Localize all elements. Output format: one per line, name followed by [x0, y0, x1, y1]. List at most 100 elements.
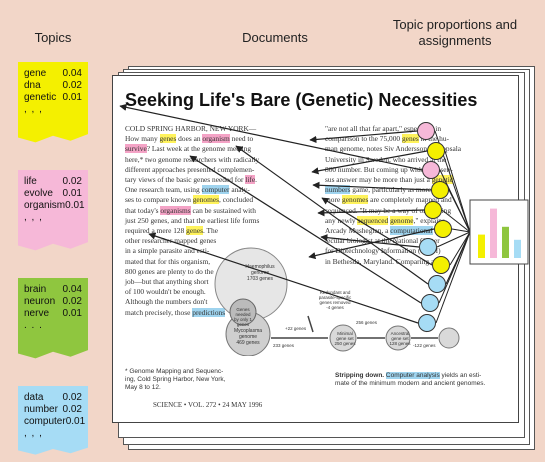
topic-word-row: life 0.02 [24, 176, 82, 188]
highlighted-word: organism [202, 134, 230, 144]
topic-word-probability: 0.02 [62, 176, 82, 187]
topic-word-probability: 0.02 [62, 404, 82, 415]
topic-word-probability: 0.04 [62, 68, 82, 79]
topic-word: life [24, 176, 37, 187]
highlighted-word: genomes [342, 195, 369, 205]
article-line: sequenced. "It may be a way of organizin… [325, 206, 515, 216]
highlighted-word: genetic [431, 175, 454, 185]
article-line: Arcady Mushegian, a computational mo- [325, 226, 515, 236]
figure-label-ancestral: Ancestral gene set 128 genes [385, 331, 415, 346]
figure-caption: Stripping down. Computer analysis yields… [335, 372, 515, 388]
minimal-set-circle [329, 324, 357, 352]
text-run: . The [202, 226, 219, 236]
topic-word: gene [24, 68, 47, 79]
text-run: 800 genes are plenty to do the [125, 266, 214, 276]
topic-word-probability: 0.01 [65, 416, 86, 427]
highlighted-word: genes [401, 134, 419, 144]
topic-word: computer [24, 416, 66, 427]
text-run: mo- [432, 226, 447, 236]
article-line: lecular biologist at the National Center [325, 236, 515, 246]
text-run: One research team, using [125, 185, 202, 195]
article-line: different approaches presented complemen… [125, 165, 315, 175]
article-line: 800 number. But coming up with a consen- [325, 165, 515, 175]
text-run: more [325, 195, 343, 205]
article-line: How many genes does an organism need to [125, 134, 315, 144]
text-run: other researcher mapped genes [125, 236, 217, 246]
article-line: numbers game, particularly as more and [325, 185, 515, 195]
text-run: yields an esti- [439, 372, 482, 379]
topic-more-words: . . . [24, 320, 43, 331]
text-run: . [255, 175, 257, 185]
figure-label-mycoplasma: Mycoplasma genome 469 genes [228, 328, 268, 346]
ancestral-label-3: 128 genes [389, 341, 411, 346]
text-run: man genome, notes Siv Andersson of Uppsa… [325, 144, 462, 154]
text-run: job—but that anything short [125, 277, 209, 287]
text-run: 800 number. But coming up with a consen- [325, 164, 453, 174]
article-line: sus answer may be more than just a genet… [325, 175, 515, 185]
topic-word-probability: 0.02 [62, 392, 82, 403]
footnote-line-2: ing, Cold Spring Harbor, New York, [125, 376, 226, 383]
highlighted-word: numbers [325, 185, 351, 195]
text-run: comparison to the 75,000 [325, 134, 402, 144]
article-line: ses to compare known genomes, concluded [125, 195, 315, 205]
highlighted-word: life [245, 175, 256, 185]
highlighted-word: genes [186, 226, 203, 236]
article-line: Stripping down. Computer analysis yields… [335, 372, 515, 380]
article-line: that today's organisms can be sustained … [125, 205, 315, 216]
text-run: mated that for this organism, [125, 256, 211, 266]
highlighted-word: sequenced [357, 215, 389, 225]
article-line: other researcher mapped genes [125, 236, 315, 246]
text-run: in a simple parasite and esti- [125, 246, 210, 256]
highlighted-word: genome [390, 215, 414, 225]
figure-label-haemophilus: Haemophilus genome 1703 genes [235, 264, 285, 282]
haemophilus-label-count: 1703 genes [246, 276, 274, 282]
text-run: match precisely, those [125, 307, 193, 317]
text-run: game, particularly as more and [350, 185, 444, 195]
topic-word-row: gene 0.04 [24, 68, 82, 80]
highlighted-word: genes [159, 134, 177, 144]
article-line: University in Sweden, who arrived at the [325, 155, 515, 165]
article-line: any newly sequenced genome," explains [325, 215, 515, 226]
proportions-header-line1: Topic proportions and [392, 17, 518, 32]
article-line: here,* two genome researchers with radic… [125, 155, 315, 165]
article-headline: Seeking Life's Bare (Genetic) Necessitie… [125, 90, 478, 110]
documents-header: Documents [242, 30, 308, 45]
topic-word-probability: 0.01 [65, 200, 85, 211]
highlighted-word: Computer analysis [385, 372, 440, 379]
figure-label-genes-122: -122 genes [413, 343, 436, 348]
ancestral-label-1: Ancestral [390, 331, 410, 336]
ancestral-label-2: gene set [391, 336, 409, 341]
text-run: just 250 genes, and that the earliest li… [125, 215, 260, 225]
article-footnote: * Genome Mapping and Sequenc- ing, Cold … [125, 368, 235, 392]
text-run: sequenced. "It may be a way of organizin… [325, 205, 452, 215]
removed-genes-circle [438, 327, 460, 349]
topic-word-probability: 0.01 [62, 188, 82, 199]
topic-word-probability: 0.02 [62, 80, 82, 91]
text-run: ? Last week at the genome meeting [146, 144, 252, 154]
text-run: required a mere 128 [125, 226, 187, 236]
topic-word-probability: 0.01 [62, 308, 82, 319]
text-run: COLD SPRING HARBOR, NEW YORK— [125, 124, 257, 133]
minimal-label-3: 250 genes [334, 341, 356, 346]
topics-header: Topics [34, 30, 72, 45]
article-line: man genome, notes Siv Andersson of Uppsa… [325, 144, 515, 154]
article-line: required a mere 128 genes. The [125, 226, 315, 236]
topic-word-probability: 0.02 [62, 296, 82, 307]
related-label-4: genes [236, 322, 250, 327]
article-line: tary views of the basic genes needed for… [125, 175, 315, 185]
text-run: "are not all that far apart," especially… [325, 124, 442, 133]
article-line: mate of the minimum modern and ancient g… [335, 380, 515, 388]
proportions-header-line2: assignments [418, 33, 492, 48]
topic-word: nerve [24, 308, 50, 319]
highlighted-word: genomes [192, 195, 220, 205]
text-run: can be sustained with [190, 205, 256, 215]
topic-word: number [24, 404, 58, 415]
